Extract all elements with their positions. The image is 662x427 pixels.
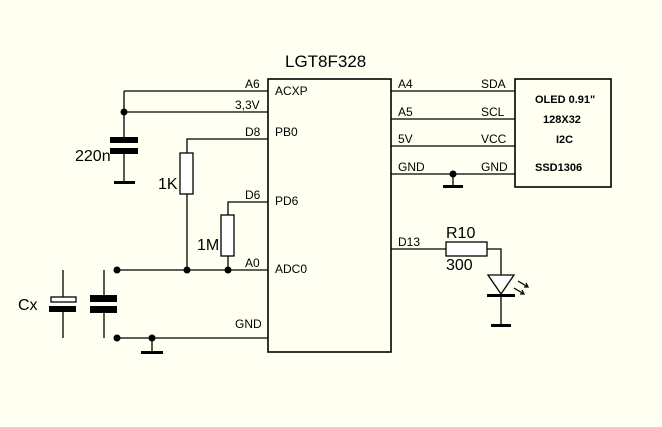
pin-sda: SDA: [481, 77, 506, 91]
net-label-a6: A6: [245, 77, 260, 91]
resistor-r10-name: R10: [446, 225, 475, 242]
resistor-1k-label: 1K: [158, 176, 178, 193]
gnd-symbol: [141, 351, 163, 354]
gnd-symbol: [443, 185, 463, 188]
net-label-gnd-left: GND: [235, 317, 262, 331]
mcu-body: [267, 78, 392, 353]
pin-gnd-oled: GND: [481, 160, 508, 174]
junction-dot: [183, 266, 191, 274]
net-label-5v: 5V: [398, 132, 413, 146]
wire-d8: [186, 138, 268, 153]
light-arrow-icon: [513, 287, 525, 295]
net-label-a5: A5: [398, 105, 413, 119]
pin-acxp: ACXP: [275, 84, 308, 98]
pin-scl: SCL: [481, 105, 505, 119]
light-arrow-icon: [524, 282, 530, 288]
light-arrow-icon: [520, 289, 526, 295]
net-label-d8: D8: [245, 125, 261, 139]
cap-220n-plate-bottom: [110, 148, 138, 154]
light-arrow-icon: [517, 280, 529, 288]
junction-dot: [224, 266, 232, 274]
junction-dot: [113, 266, 121, 274]
net-label-d6: D6: [245, 188, 261, 202]
net-label-3v3: 3,3V: [235, 98, 260, 112]
oled-line-2: 128X32: [543, 114, 581, 126]
net-label-gnd-right: GND: [398, 160, 425, 174]
cap-220n-plate-top: [110, 137, 138, 143]
junction-dot: [120, 108, 128, 116]
net-label-a0: A0: [245, 256, 260, 270]
gnd-symbol: [114, 181, 135, 184]
led-diode: [486, 274, 516, 296]
resistor-r10: [445, 241, 488, 257]
resistor-1m-label: 1M: [197, 237, 219, 254]
pin-pd6: PD6: [275, 194, 299, 208]
oled-line-1: OLED 0.91": [535, 94, 595, 106]
wire-d6: [227, 201, 268, 215]
pin-pb0: PB0: [275, 125, 298, 139]
net-label-d13: D13: [398, 235, 420, 249]
resistor-1k: [179, 152, 194, 195]
pin-adc0: ADC0: [275, 262, 307, 276]
oled-line-3: I2C: [556, 134, 573, 146]
oled-module: [514, 78, 612, 188]
wire-r10-led: [487, 248, 502, 275]
cap-220n-label: 220n: [75, 148, 111, 165]
resistor-r10-value: 300: [446, 257, 473, 274]
cx-plate-hollow: [50, 296, 77, 303]
led-bar: [487, 294, 515, 297]
resistor-1m: [220, 214, 235, 257]
mcu-title: LGT8F328: [285, 52, 366, 71]
net-label-a4: A4: [398, 77, 413, 91]
cap2-plate-bottom: [90, 306, 117, 313]
cap2-plate-top: [90, 295, 117, 302]
cx-plate-solid: [49, 306, 76, 312]
oled-line-4: SSD1306: [535, 162, 582, 174]
junction-dot: [113, 334, 121, 342]
cx-label: Cx: [18, 297, 38, 314]
pin-vcc: VCC: [481, 132, 507, 146]
gnd-symbol: [491, 324, 511, 327]
